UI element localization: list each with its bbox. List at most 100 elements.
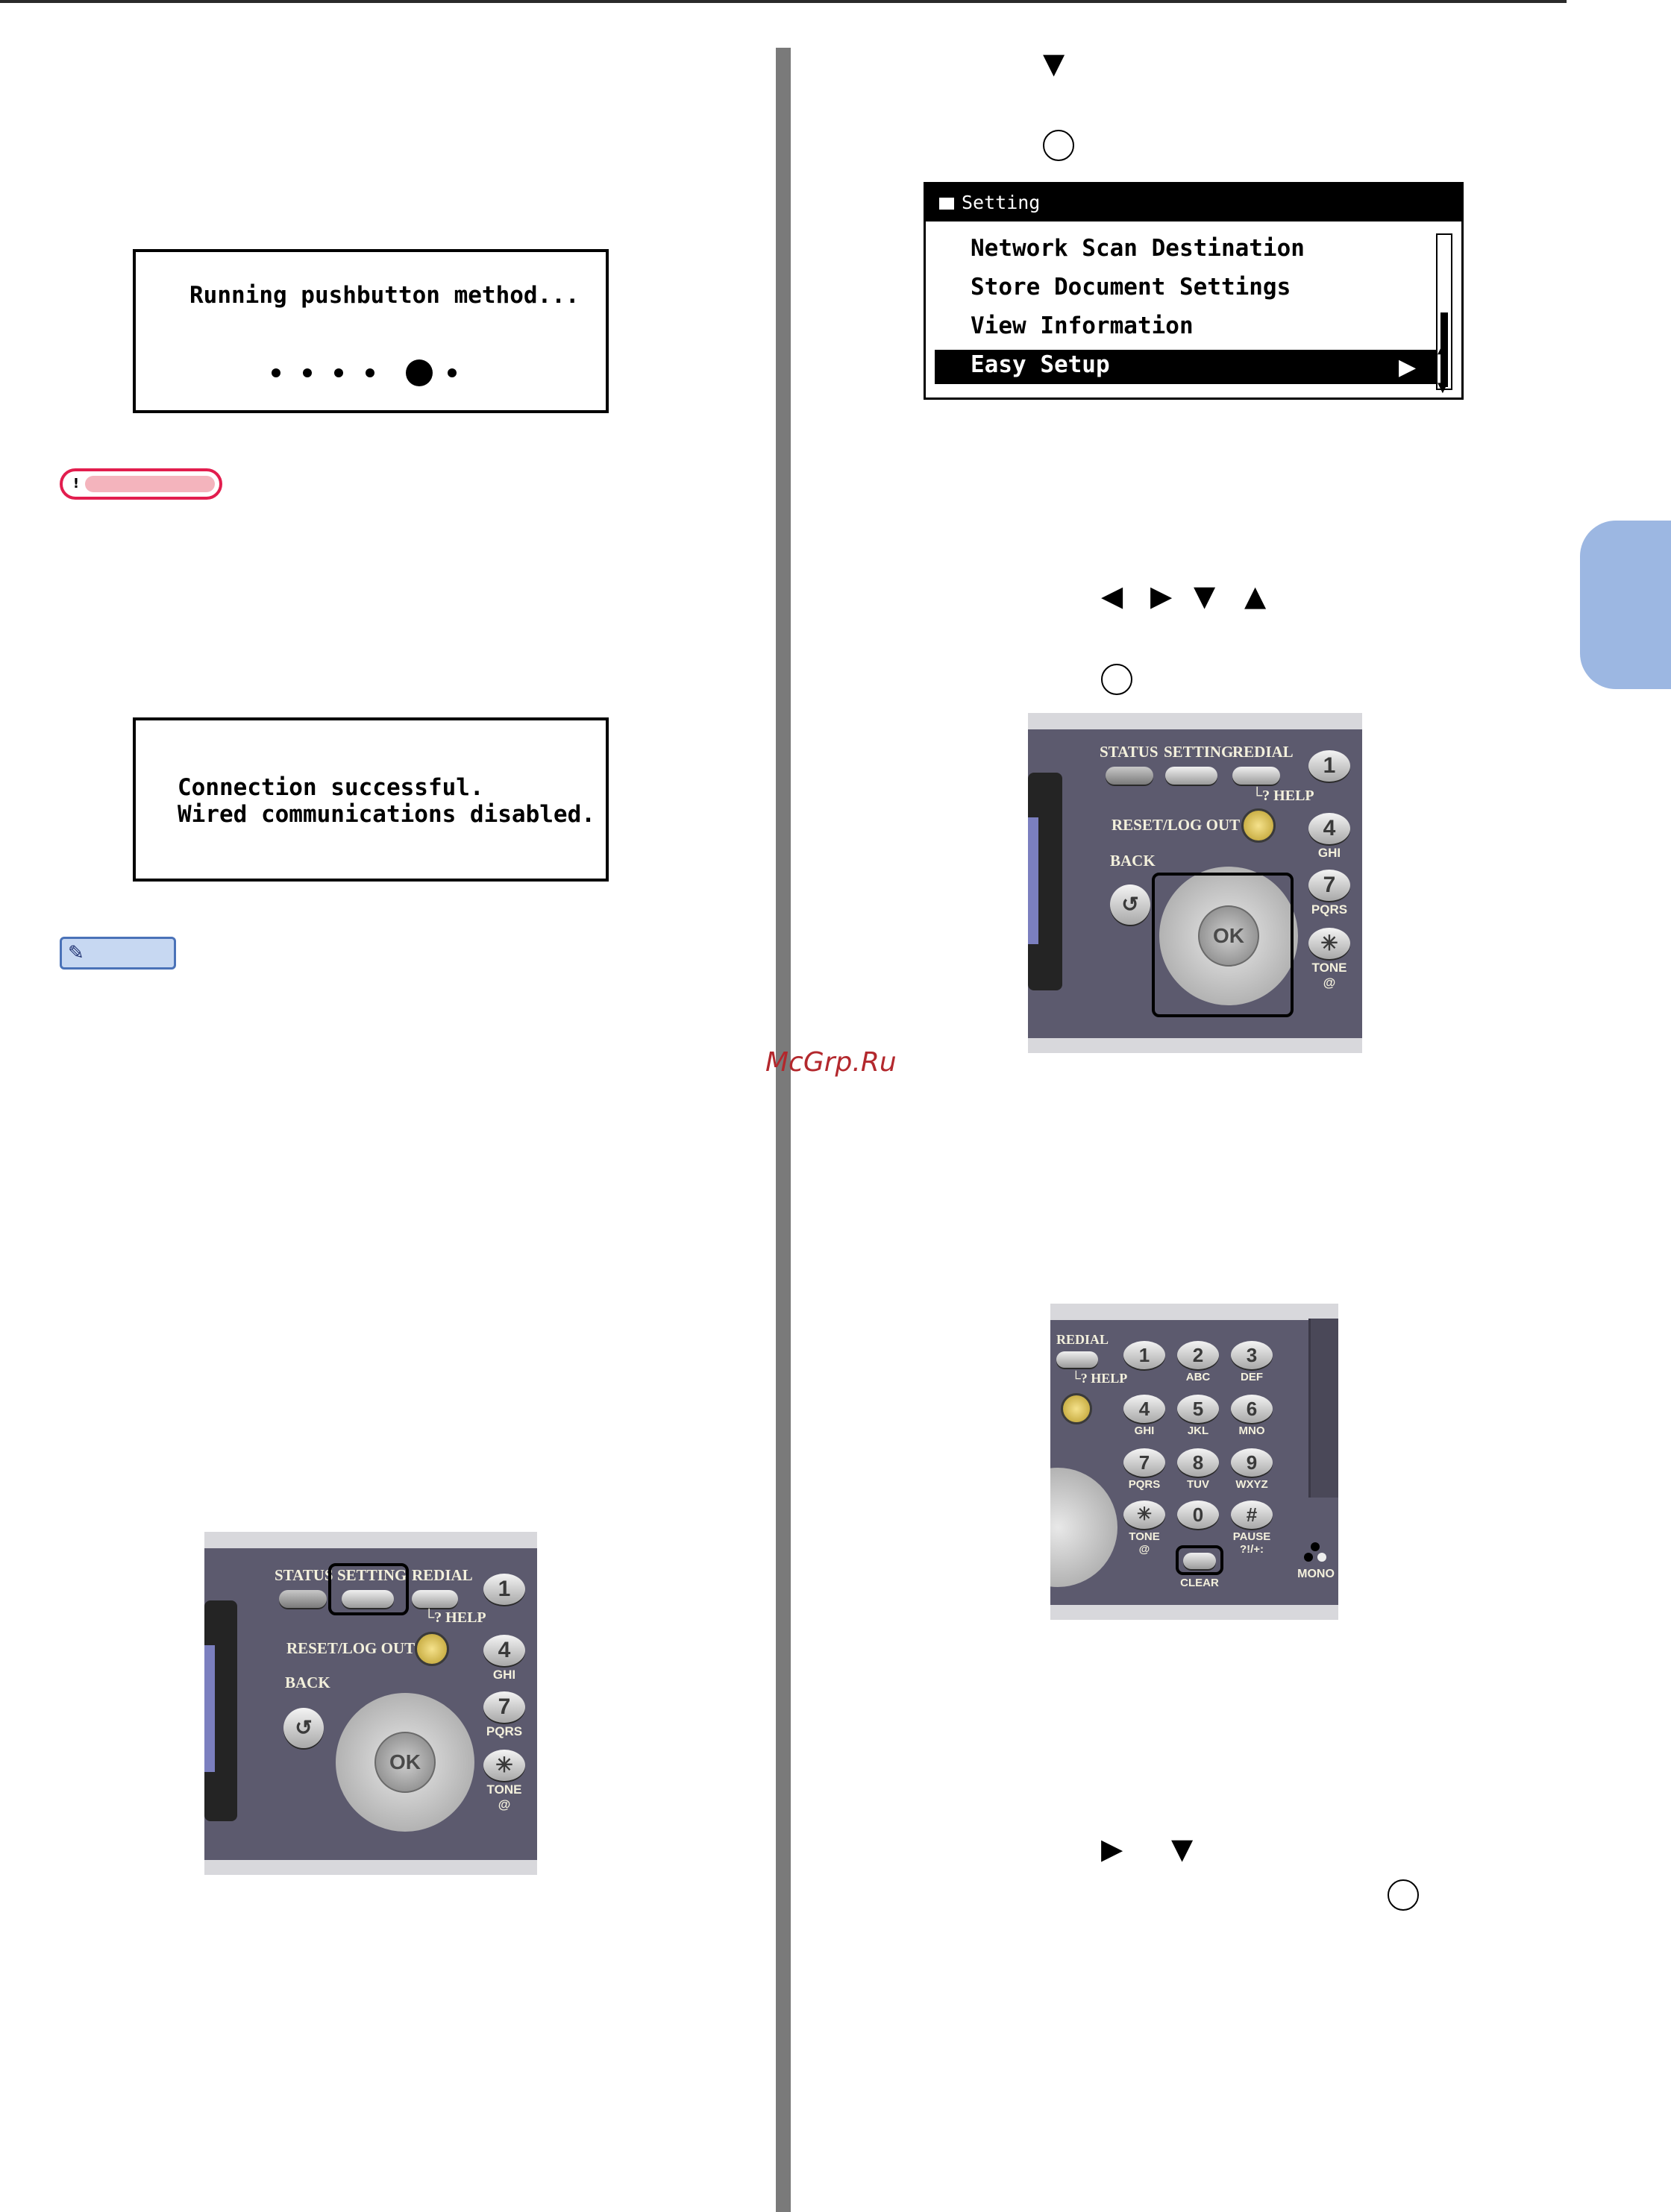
lcd-screen: [204, 1600, 237, 1821]
key-7[interactable]: 7: [1308, 870, 1350, 901]
setting-button[interactable]: [342, 1590, 394, 1608]
progress-dot: [334, 368, 343, 377]
redial-label: REDIAL: [412, 1566, 473, 1584]
key-4-sub: GHI: [1134, 1424, 1155, 1437]
clear-label: CLEAR: [1180, 1577, 1219, 1589]
clear-highlight: [1176, 1545, 1223, 1575]
key-6-sub: MNO: [1238, 1424, 1265, 1437]
arrow-pad[interactable]: [1050, 1468, 1117, 1587]
back-button[interactable]: ↺: [283, 1708, 324, 1748]
ok-button[interactable]: OK: [374, 1732, 436, 1793]
key-star[interactable]: ✳: [1123, 1501, 1165, 1529]
key-1[interactable]: 1: [483, 1574, 525, 1605]
redial-button[interactable]: [1232, 767, 1280, 785]
tone-label: TONE @: [486, 1782, 522, 1812]
reset-logout-button[interactable]: [1061, 1393, 1092, 1424]
redial-button[interactable]: [412, 1590, 458, 1608]
clear-button[interactable]: [1183, 1553, 1216, 1569]
status-button[interactable]: [1106, 767, 1153, 785]
key-7[interactable]: 7: [483, 1691, 525, 1723]
ok-pad-highlight: [1152, 873, 1294, 1017]
progress-dot: [272, 368, 280, 377]
key-star[interactable]: ✳: [483, 1750, 525, 1781]
menu-title-bar: Setting: [926, 184, 1461, 221]
key-6[interactable]: 6: [1231, 1395, 1273, 1423]
scrollbar-thumb[interactable]: [1440, 312, 1448, 387]
key-1[interactable]: 1: [1308, 750, 1350, 782]
reset-label: RESET/LOG OUT: [286, 1639, 416, 1657]
key-4-sub: GHI: [492, 1668, 516, 1682]
chapter-tab: [1580, 521, 1671, 689]
menu-item-store-document[interactable]: Store Document Settings: [971, 274, 1291, 301]
key-7-sub: PQRS: [1311, 902, 1348, 917]
right-arrow-icon: ▶: [1101, 1832, 1123, 1865]
reset-logout-button[interactable]: [1241, 808, 1276, 843]
menu-item-view-information[interactable]: View Information: [971, 312, 1194, 339]
menu-item-easy-setup[interactable]: Easy Setup: [971, 351, 1110, 378]
down-arrow-icon: ▼: [1194, 579, 1216, 612]
key-8-sub: TUV: [1187, 1478, 1209, 1491]
ok-button[interactable]: OK: [1198, 905, 1259, 967]
running-message: Running pushbutton method...: [189, 282, 580, 309]
down-arrow-icon: ▼: [1171, 1832, 1194, 1865]
up-arrow-icon: ▲: [1244, 579, 1267, 612]
back-label: BACK: [1110, 852, 1156, 870]
scroll-down-icon: ▼: [1438, 380, 1448, 395]
setting-button[interactable]: [1165, 767, 1217, 785]
memo-badge: ✎: [60, 937, 176, 970]
watermark: McGrp.Ru: [765, 1047, 897, 1078]
back-button[interactable]: ↺: [1110, 885, 1150, 925]
key-4-sub: GHI: [1317, 846, 1341, 860]
key-3-sub: DEF: [1241, 1371, 1263, 1383]
key-star[interactable]: ✳: [1308, 928, 1350, 959]
key-5-sub: JKL: [1187, 1424, 1209, 1437]
key-7-sub: PQRS: [486, 1724, 523, 1738]
setting-menu-screen: Setting Network Scan Destination Store D…: [924, 182, 1464, 400]
help-label: └? HELP: [424, 1609, 486, 1626]
key-hash[interactable]: #: [1231, 1501, 1273, 1529]
redial-label: REDIAL: [1232, 743, 1294, 761]
key-4[interactable]: 4: [1123, 1395, 1165, 1423]
exclamation-icon: !: [67, 475, 85, 493]
help-label: └? HELP: [1252, 788, 1314, 804]
menu-scrollbar[interactable]: [1436, 233, 1452, 390]
progress-dot: [448, 368, 457, 377]
reset-logout-button[interactable]: [415, 1632, 449, 1666]
down-arrow-icon: ▼: [1043, 47, 1065, 80]
key-0[interactable]: 0: [1177, 1501, 1219, 1529]
help-label: └? HELP: [1071, 1371, 1128, 1386]
key-8[interactable]: 8: [1177, 1448, 1219, 1477]
tone-label: TONE @: [1311, 961, 1347, 990]
control-panel-clear-image: REDIAL └? HELP 1 2 ABC 3 DEF 4 GHI 5 JKL…: [1050, 1304, 1338, 1620]
right-arrow-icon: ▶: [1150, 579, 1173, 612]
key-2-sub: ABC: [1185, 1371, 1211, 1383]
progress-dot: [303, 368, 312, 377]
key-2[interactable]: 2: [1177, 1341, 1219, 1369]
menu-selection-highlight: [935, 350, 1436, 384]
reset-label: RESET/LOG OUT: [1112, 816, 1241, 834]
setting-label: SETTING: [1164, 743, 1234, 761]
key-7-sub: PQRS: [1128, 1478, 1161, 1491]
key-4[interactable]: 4: [1308, 813, 1350, 844]
progress-dot-active: [406, 359, 433, 386]
key-3[interactable]: 3: [1231, 1341, 1273, 1369]
lcd-success-screen: Connection successful. Wired communicati…: [133, 717, 609, 882]
note-badge: !: [60, 468, 222, 500]
key-9[interactable]: 9: [1231, 1448, 1273, 1477]
key-9-sub: WXYZ: [1235, 1478, 1268, 1491]
lcd-running-screen: Running pushbutton method...: [133, 249, 609, 413]
mono-label: MONO: [1297, 1568, 1335, 1580]
key-7[interactable]: 7: [1123, 1448, 1165, 1477]
key-5[interactable]: 5: [1177, 1395, 1219, 1423]
menu-title: Setting: [962, 192, 1041, 213]
ok-circle-icon: [1043, 130, 1074, 161]
redial-button[interactable]: [1056, 1351, 1098, 1368]
back-label: BACK: [285, 1674, 330, 1691]
key-1[interactable]: 1: [1123, 1341, 1165, 1369]
status-button[interactable]: [279, 1590, 327, 1608]
key-4[interactable]: 4: [483, 1635, 525, 1666]
control-panel-setting-image: STATUS SETTING REDIAL └? HELP 1 RESET/LO…: [204, 1532, 537, 1875]
control-panel-ok-image: STATUS SETTING REDIAL └? HELP 1 RESET/LO…: [1028, 713, 1362, 1053]
menu-item-network-scan[interactable]: Network Scan Destination: [971, 235, 1305, 262]
pause-label: PAUSE ?!/+:: [1232, 1530, 1271, 1556]
